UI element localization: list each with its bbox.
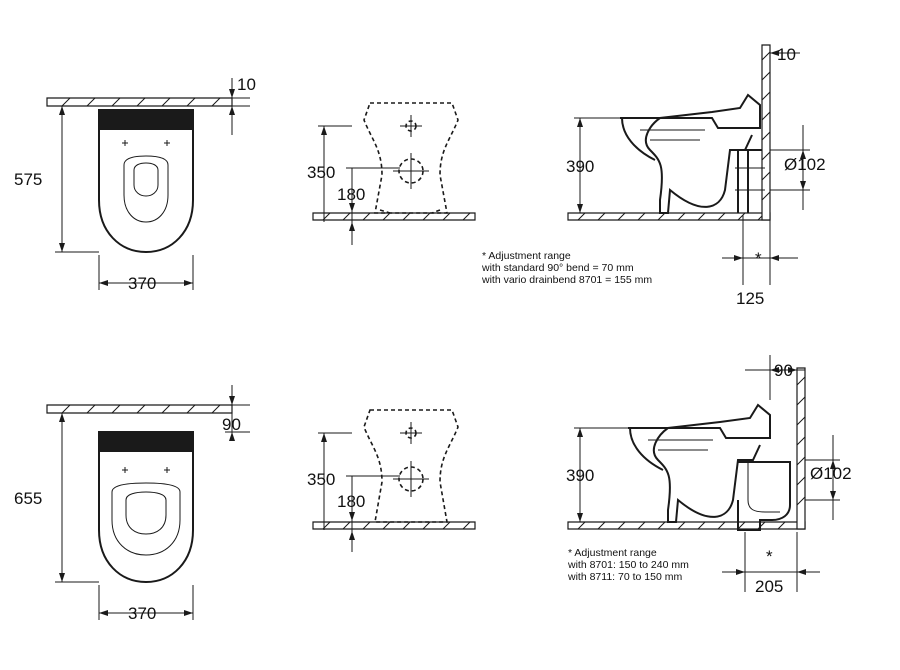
wall-hatch <box>46 404 233 414</box>
front-fixing-height-label: 350 <box>307 470 335 489</box>
bowl-outline-dashed <box>363 409 459 523</box>
front-view-bottom: 350 180 <box>307 409 476 552</box>
cistern-band <box>99 110 193 130</box>
adjustment-note-line-3: with vario drainbend 8701 = 155 mm <box>481 274 652 286</box>
drain-pipe <box>737 149 762 213</box>
adjustment-note-line-1: * Adjustment range <box>482 250 571 262</box>
plan-width-label: 370 <box>128 604 156 623</box>
side-seat-height-label: 390 <box>566 466 594 485</box>
wall-hatch <box>796 367 806 530</box>
side-asterisk: * <box>755 249 762 268</box>
adjustment-note-line-3: with 8711: 70 to 150 mm <box>567 571 682 583</box>
plan-width-label: 370 <box>128 274 156 293</box>
adjustment-note-line-2: with standard 90° bend = 70 mm <box>481 262 634 274</box>
front-fixing-height-label: 350 <box>307 163 335 182</box>
bowl-profile <box>628 403 771 523</box>
drain-bend <box>737 461 791 531</box>
floor-hatch <box>312 212 476 221</box>
plan-depth-label: 575 <box>14 170 42 189</box>
floor-hatch <box>312 521 476 530</box>
seat-opening <box>123 155 169 223</box>
fixing-marks <box>122 140 170 146</box>
adjustment-note-line-1: * Adjustment range <box>568 547 657 559</box>
side-asterisk: * <box>766 547 773 566</box>
adjustment-note-line-2: with 8701: 150 to 240 mm <box>567 559 689 571</box>
plan-depth-label: 655 <box>14 489 42 508</box>
side-wall-offset-label: 10 <box>777 45 796 64</box>
front-drain-height-label: 180 <box>337 492 365 511</box>
hatch-lines <box>61 97 221 107</box>
wall-hatch <box>46 97 233 107</box>
front-drain-height-label: 180 <box>337 185 365 204</box>
plan-offset-label: 90 <box>222 415 241 434</box>
inner-seat <box>133 162 159 197</box>
seat-opening <box>111 482 181 556</box>
side-view-bottom: 390 90 Ø102 * 205 * Adjustment range wit… <box>566 355 852 596</box>
side-outlet-distance-label: 205 <box>755 577 783 596</box>
side-seat-height-label: 390 <box>566 157 594 176</box>
side-outlet-diameter-label: Ø102 <box>784 155 826 174</box>
plan-offset-label: 10 <box>237 75 256 94</box>
plan-view-top: 575 370 10 <box>14 75 256 293</box>
side-outlet-diameter-label: Ø102 <box>810 464 852 483</box>
cistern-band <box>99 432 193 452</box>
side-wall-offset-label: 90 <box>774 361 793 380</box>
front-view-top: 350 180 <box>307 102 476 245</box>
bowl-outline-dashed <box>363 102 459 214</box>
side-view-top: 390 10 Ø102 * 125 * Adjustment range wit… <box>481 44 826 308</box>
side-outlet-distance-label: 125 <box>736 289 764 308</box>
bowl-outline <box>98 431 194 584</box>
bowl-profile <box>620 93 761 214</box>
bowl-outline <box>98 109 194 254</box>
plan-view-bottom: 655 370 90 <box>14 385 250 623</box>
